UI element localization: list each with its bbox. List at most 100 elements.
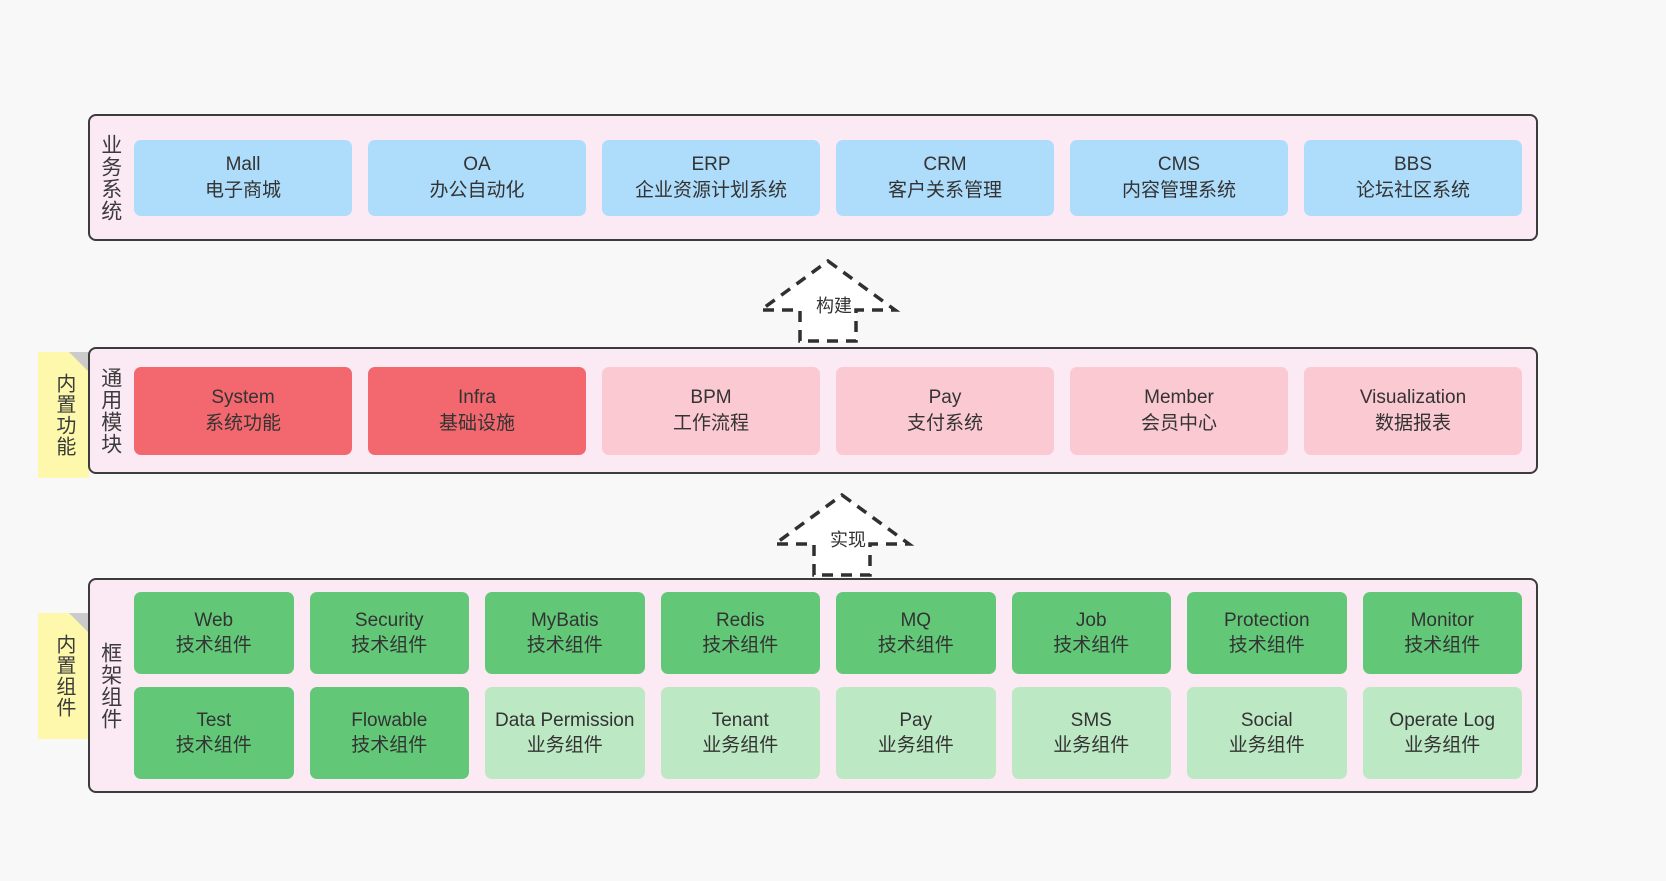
card-crm[interactable]: CRM 客户关系管理 [836, 139, 1054, 216]
card-system[interactable]: System 系统功能 [134, 366, 352, 455]
card-mq[interactable]: MQ 技术组件 [836, 592, 996, 674]
card-pay-component[interactable]: Pay 业务组件 [836, 687, 996, 779]
card-job[interactable]: Job 技术组件 [1011, 592, 1171, 674]
connector-implement-arrow-icon [769, 492, 915, 578]
card-data-permission-en: Data Permission [495, 709, 635, 731]
framework-row-business: Test 技术组件 Flowable 技术组件 Data Permission … [134, 687, 1522, 779]
card-oa-cn: 办公自动化 [429, 179, 525, 201]
connector-build-arrow-icon [755, 258, 901, 344]
card-security-cn: 技术组件 [351, 635, 428, 656]
band-common-modules-cards: System 系统功能 Infra 基础设施 BPM 工作流程 Pay 支付系统… [130, 349, 1536, 472]
card-test-en: Test [196, 709, 232, 731]
card-web-cn: 技术组件 [175, 635, 252, 656]
card-tenant-en: Tenant [711, 709, 769, 731]
card-operate-log[interactable]: Operate Log 业务组件 [1362, 687, 1522, 779]
card-visualization[interactable]: Visualization 数据报表 [1304, 366, 1522, 455]
card-test-cn: 技术组件 [175, 735, 252, 756]
band-business-system-title: 业务系统 [98, 133, 122, 222]
card-bpm[interactable]: BPM 工作流程 [602, 366, 820, 455]
band-business-system-cards: Mall 电子商城 OA 办公自动化 ERP 企业资源计划系统 CRM 客户关系… [130, 116, 1536, 239]
card-bpm-en: BPM [690, 387, 732, 409]
card-crm-cn: 客户关系管理 [887, 179, 1002, 201]
card-bbs[interactable]: BBS 论坛社区系统 [1304, 139, 1522, 216]
card-protection-cn: 技术组件 [1228, 635, 1305, 656]
band-common-modules-title: 通用模块 [98, 366, 122, 455]
card-data-permission[interactable]: Data Permission 业务组件 [485, 687, 645, 779]
card-cms[interactable]: CMS 内容管理系统 [1070, 139, 1288, 216]
card-visualization-en: Visualization [1359, 387, 1467, 409]
card-mybatis-en: MyBatis [530, 609, 599, 631]
card-social-en: Social [1240, 709, 1293, 731]
card-job-cn: 技术组件 [1053, 635, 1130, 656]
card-sms-cn: 业务组件 [1053, 735, 1130, 756]
card-tenant-cn: 业务组件 [702, 735, 779, 756]
card-data-permission-cn: 业务组件 [526, 735, 603, 756]
card-security-en: Security [354, 609, 424, 631]
card-system-cn: 系统功能 [204, 412, 281, 434]
card-member-en: Member [1144, 387, 1214, 409]
card-redis-cn: 技术组件 [702, 635, 779, 656]
connector-build-label: 构建 [816, 296, 852, 316]
card-mall-en: Mall [225, 154, 261, 176]
card-erp-en: ERP [691, 154, 731, 176]
card-bpm-cn: 工作流程 [672, 412, 749, 434]
note-fold-corner-icon [69, 352, 89, 372]
card-mall-cn: 电子商城 [204, 179, 281, 201]
card-web-en: Web [194, 609, 234, 631]
framework-row-tech: Web 技术组件 Security 技术组件 MyBatis 技术组件 Redi… [134, 592, 1522, 674]
card-web[interactable]: Web 技术组件 [134, 592, 294, 674]
card-flowable[interactable]: Flowable 技术组件 [309, 687, 469, 779]
card-pay-module-cn: 支付系统 [906, 412, 983, 434]
card-monitor[interactable]: Monitor 技术组件 [1362, 592, 1522, 674]
card-security[interactable]: Security 技术组件 [309, 592, 469, 674]
card-social[interactable]: Social 业务组件 [1187, 687, 1347, 779]
card-protection-en: Protection [1223, 609, 1310, 631]
card-mq-cn: 技术组件 [877, 635, 954, 656]
card-sms-en: SMS [1070, 709, 1112, 731]
band-framework-components: 框架组件 Web 技术组件 Security 技术组件 MyBatis 技术组件… [88, 578, 1538, 793]
card-monitor-cn: 技术组件 [1404, 635, 1481, 656]
card-infra-cn: 基础设施 [438, 412, 515, 434]
card-pay-module[interactable]: Pay 支付系统 [836, 366, 1054, 455]
card-pay-module-en: Pay [928, 387, 962, 409]
note-builtin-features-label: 内置功能 [52, 373, 75, 457]
card-infra-en: Infra [457, 387, 497, 409]
card-cms-cn: 内容管理系统 [1121, 179, 1236, 201]
note-builtin-components-label: 内置组件 [52, 634, 75, 718]
card-tenant[interactable]: Tenant 业务组件 [660, 687, 820, 779]
card-crm-en: CRM [923, 154, 967, 176]
card-monitor-en: Monitor [1410, 609, 1474, 631]
card-flowable-en: Flowable [351, 709, 428, 731]
card-mq-en: MQ [900, 609, 932, 631]
card-job-en: Job [1075, 609, 1107, 631]
card-pay-component-en: Pay [899, 709, 933, 731]
card-system-en: System [211, 387, 275, 409]
card-bbs-cn: 论坛社区系统 [1355, 179, 1470, 201]
card-social-cn: 业务组件 [1228, 735, 1305, 756]
band-common-modules: 通用模块 System 系统功能 Infra 基础设施 BPM 工作流程 Pay… [88, 347, 1538, 474]
card-erp[interactable]: ERP 企业资源计划系统 [602, 139, 820, 216]
band-business-system: 业务系统 Mall 电子商城 OA 办公自动化 ERP 企业资源计划系统 CRM… [88, 114, 1538, 241]
card-sms[interactable]: SMS 业务组件 [1011, 687, 1171, 779]
band-framework-components-cards: Web 技术组件 Security 技术组件 MyBatis 技术组件 Redi… [130, 580, 1536, 791]
card-infra[interactable]: Infra 基础设施 [368, 366, 586, 455]
card-erp-cn: 企业资源计划系统 [634, 179, 787, 201]
band-framework-components-title: 框架组件 [98, 641, 122, 730]
connector-implement-label: 实现 [830, 530, 866, 550]
card-mybatis-cn: 技术组件 [526, 635, 603, 656]
note-builtin-features: 内置功能 [38, 352, 89, 478]
card-member-cn: 会员中心 [1140, 412, 1217, 434]
card-redis[interactable]: Redis 技术组件 [660, 592, 820, 674]
card-oa[interactable]: OA 办公自动化 [368, 139, 586, 216]
card-mybatis[interactable]: MyBatis 技术组件 [485, 592, 645, 674]
card-mall[interactable]: Mall 电子商城 [134, 139, 352, 216]
card-test[interactable]: Test 技术组件 [134, 687, 294, 779]
card-cms-en: CMS [1157, 154, 1201, 176]
card-redis-en: Redis [715, 609, 765, 631]
card-flowable-cn: 技术组件 [351, 735, 428, 756]
card-member[interactable]: Member 会员中心 [1070, 366, 1288, 455]
card-operate-log-en: Operate Log [1389, 709, 1496, 731]
card-oa-en: OA [463, 154, 491, 176]
card-protection[interactable]: Protection 技术组件 [1187, 592, 1347, 674]
